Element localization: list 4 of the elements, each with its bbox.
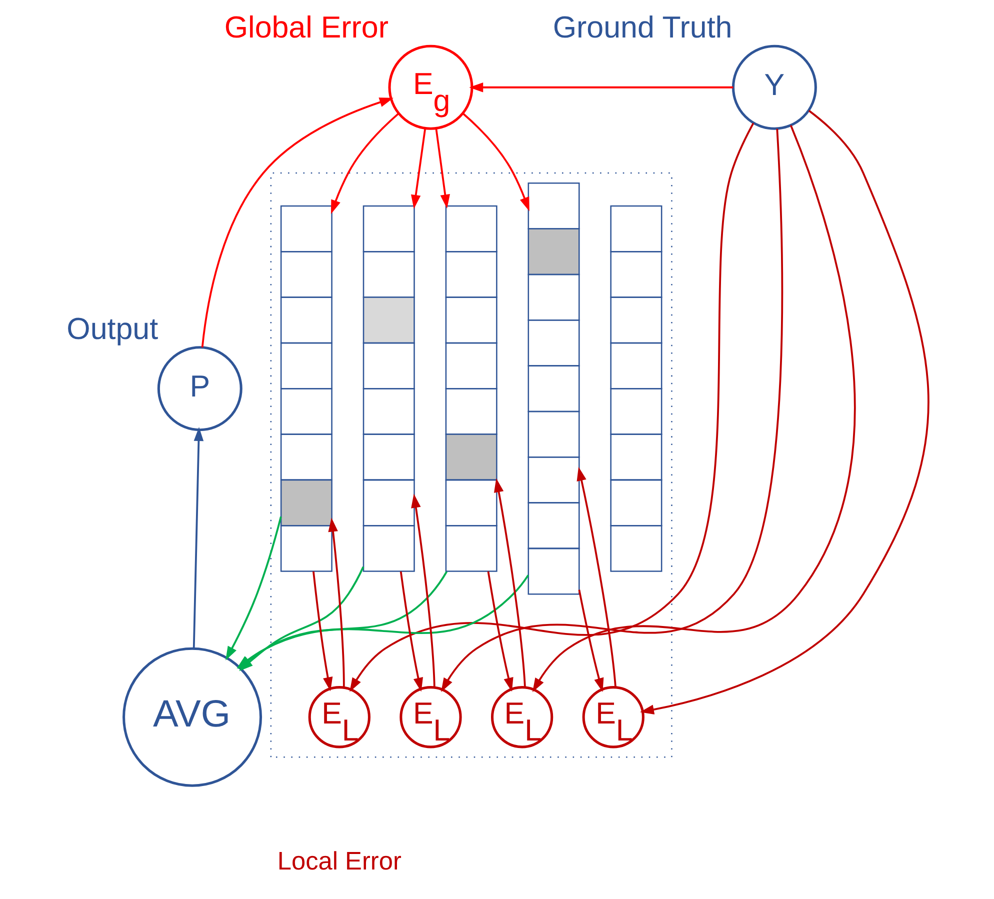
node-label: Output [66, 312, 158, 346]
node-label: Global Error [224, 10, 388, 45]
label: Local Error [276, 847, 401, 876]
node-label: Ground Truth [552, 10, 732, 45]
